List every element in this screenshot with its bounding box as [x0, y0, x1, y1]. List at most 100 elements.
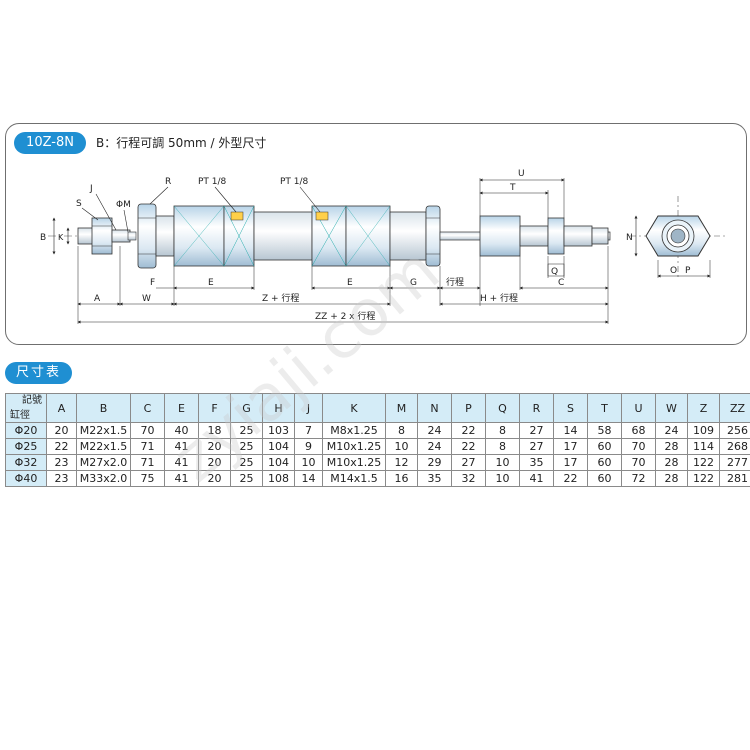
table-cell: 75 — [130, 470, 165, 487]
table-cell: 22 — [46, 438, 77, 455]
table-cell: 8 — [385, 422, 418, 439]
column-header-t: T — [587, 393, 622, 423]
column-header-a: A — [46, 393, 77, 423]
column-header-q: Q — [485, 393, 520, 423]
column-header-w: W — [655, 393, 688, 423]
label-stroke: 行程 — [446, 276, 464, 288]
column-header-z: Z — [687, 393, 720, 423]
table-cell: 10 — [385, 438, 418, 455]
column-header-zz: ZZ — [719, 393, 750, 423]
table-cell: M33x2.0 — [76, 470, 131, 487]
label-j: J — [89, 184, 93, 194]
column-header-b: B — [76, 393, 131, 423]
table-cell: 10 — [485, 454, 520, 471]
label-s: S — [76, 199, 82, 209]
table-cell: 60 — [587, 454, 622, 471]
table-cell: 70 — [130, 422, 165, 439]
label-n: N — [626, 233, 633, 243]
table-cell: 25 — [230, 470, 263, 487]
table-cell: 32 — [451, 470, 486, 487]
table-cell: 8 — [485, 438, 520, 455]
table-cell: 27 — [451, 454, 486, 471]
table-cell: M8x1.25 — [322, 422, 386, 439]
label-phi-m: ΦM — [116, 200, 131, 210]
table-cell: 25 — [230, 422, 263, 439]
table-cell: 14 — [294, 470, 323, 487]
label-g: G — [410, 278, 417, 288]
column-header-n: N — [417, 393, 452, 423]
label-e-1: E — [208, 278, 214, 288]
table-cell: 24 — [417, 438, 452, 455]
table-cell: 12 — [385, 454, 418, 471]
label-u: U — [518, 169, 525, 179]
table-cell: M14x1.5 — [322, 470, 386, 487]
table-cell: 122 — [687, 470, 720, 487]
label-w: W — [142, 294, 151, 304]
table-cell: 41 — [164, 454, 199, 471]
row-bore-label: Φ25 — [5, 438, 47, 455]
corner-label-bore: 缸徑 — [10, 410, 30, 421]
table-cell: 29 — [417, 454, 452, 471]
table-cell: 35 — [417, 470, 452, 487]
table-cell: 17 — [553, 438, 588, 455]
column-header-f: F — [198, 393, 231, 423]
table-cell: M22x1.5 — [76, 438, 131, 455]
table-cell: 71 — [130, 454, 165, 471]
table-cell: 35 — [519, 454, 554, 471]
column-header-u: U — [621, 393, 656, 423]
label-c: C — [558, 278, 564, 288]
table-cell: 24 — [655, 422, 688, 439]
model-badge: 10Z-8N — [14, 132, 86, 154]
table-cell: 41 — [519, 470, 554, 487]
column-header-g: G — [230, 393, 263, 423]
label-t: T — [509, 183, 516, 193]
table-cell: 24 — [417, 422, 452, 439]
column-header-e: E — [164, 393, 199, 423]
table-cell: 277 — [719, 454, 750, 471]
table-cell: 70 — [621, 454, 656, 471]
label-zz: ZZ + 2 x 行程 — [315, 310, 375, 322]
label-o: O — [670, 266, 677, 276]
cylinder-drawing: R PT 1/8 PT 1/8 S J ΦM B K U T Q N O P F… — [40, 169, 726, 324]
label-q: Q — [551, 267, 558, 277]
table-cell: 58 — [587, 422, 622, 439]
table-cell: 28 — [655, 470, 688, 487]
table-cell: 22 — [451, 422, 486, 439]
row-bore-label: Φ32 — [5, 454, 47, 471]
table-cell: 60 — [587, 470, 622, 487]
table-cell: 10 — [485, 470, 520, 487]
column-header-r: R — [519, 393, 554, 423]
label-h-stroke: H + 行程 — [480, 292, 518, 304]
corner-label-symbol: 記號 — [22, 395, 42, 406]
table-cell: 281 — [719, 470, 750, 487]
table-cell: 10 — [294, 454, 323, 471]
drawing-subtitle: B：行程可調 50mm / 外型尺寸 — [96, 136, 267, 150]
table-cell: 114 — [687, 438, 720, 455]
table-cell: 22 — [553, 470, 588, 487]
table-cell: 268 — [719, 438, 750, 455]
table-cell: 23 — [46, 470, 77, 487]
table-cell: M10x1.25 — [322, 454, 386, 471]
label-e-2: E — [347, 278, 353, 288]
table-cell: 68 — [621, 422, 656, 439]
label-pt-1: PT 1/8 — [198, 177, 227, 187]
label-p: P — [685, 266, 691, 276]
table-cell: 28 — [655, 438, 688, 455]
header-corner: 記號 缸徑 — [5, 393, 47, 423]
label-k: K — [58, 233, 64, 242]
label-a: A — [94, 294, 101, 304]
table-cell: 23 — [46, 454, 77, 471]
table-cell: 70 — [621, 438, 656, 455]
table-title-badge: 尺寸表 — [5, 362, 72, 384]
row-bore-label: Φ20 — [5, 422, 47, 439]
row-bore-label: Φ40 — [5, 470, 47, 487]
column-header-m: M — [385, 393, 418, 423]
label-pt-2: PT 1/8 — [280, 177, 309, 187]
label-r: R — [165, 177, 171, 187]
column-header-h: H — [262, 393, 295, 423]
